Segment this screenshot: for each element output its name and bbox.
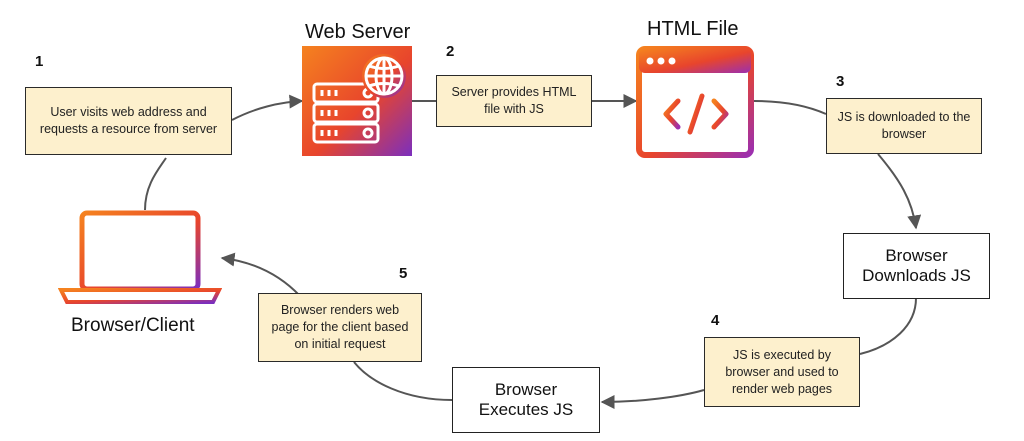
browser-downloads-line2: Downloads JS xyxy=(862,266,971,285)
step-number-3: 3 xyxy=(836,73,845,90)
html-file-title: HTML File xyxy=(647,18,739,40)
note-step-2: Server provides HTML file with JS xyxy=(436,75,592,127)
browser-client-title: Browser/Client xyxy=(71,315,195,336)
browser-executes-line1: Browser xyxy=(494,380,558,399)
arrow-executes-to-note5 xyxy=(353,361,453,401)
note-step-3: JS is downloaded to the browser xyxy=(826,98,982,154)
step-number-1: 1 xyxy=(35,53,44,70)
note-step-4: JS is executed by browser and used to re… xyxy=(704,337,860,407)
step-number-2: 2 xyxy=(446,43,455,60)
step-number-4: 4 xyxy=(711,312,720,329)
browser-downloads-line1: Browser xyxy=(885,246,948,265)
step-number-5: 5 xyxy=(399,265,408,282)
note-step-1: User visits web address and requests a r… xyxy=(25,87,232,155)
arrow-note5-to-client xyxy=(220,252,301,297)
arrow-downloads-to-note4 xyxy=(859,297,917,355)
arrow-note3-to-downloads xyxy=(877,153,922,230)
arrow-html-to-note3 xyxy=(753,100,827,115)
browser-downloads-js-box: Browser Downloads JS xyxy=(843,233,990,299)
code-file-icon xyxy=(636,46,754,158)
browser-executes-js-box: Browser Executes JS xyxy=(452,367,600,433)
arrow-client-to-note1 xyxy=(144,157,167,211)
server-globe-icon xyxy=(302,46,412,156)
arrow-note4-to-executes xyxy=(600,389,705,409)
web-server-title: Web Server xyxy=(305,21,411,43)
note-step-5: Browser renders web page for the client … xyxy=(258,293,422,362)
arrow-note1-to-server xyxy=(231,94,304,121)
browser-executes-line2: Executes JS xyxy=(478,400,574,419)
laptop-icon xyxy=(58,210,222,304)
